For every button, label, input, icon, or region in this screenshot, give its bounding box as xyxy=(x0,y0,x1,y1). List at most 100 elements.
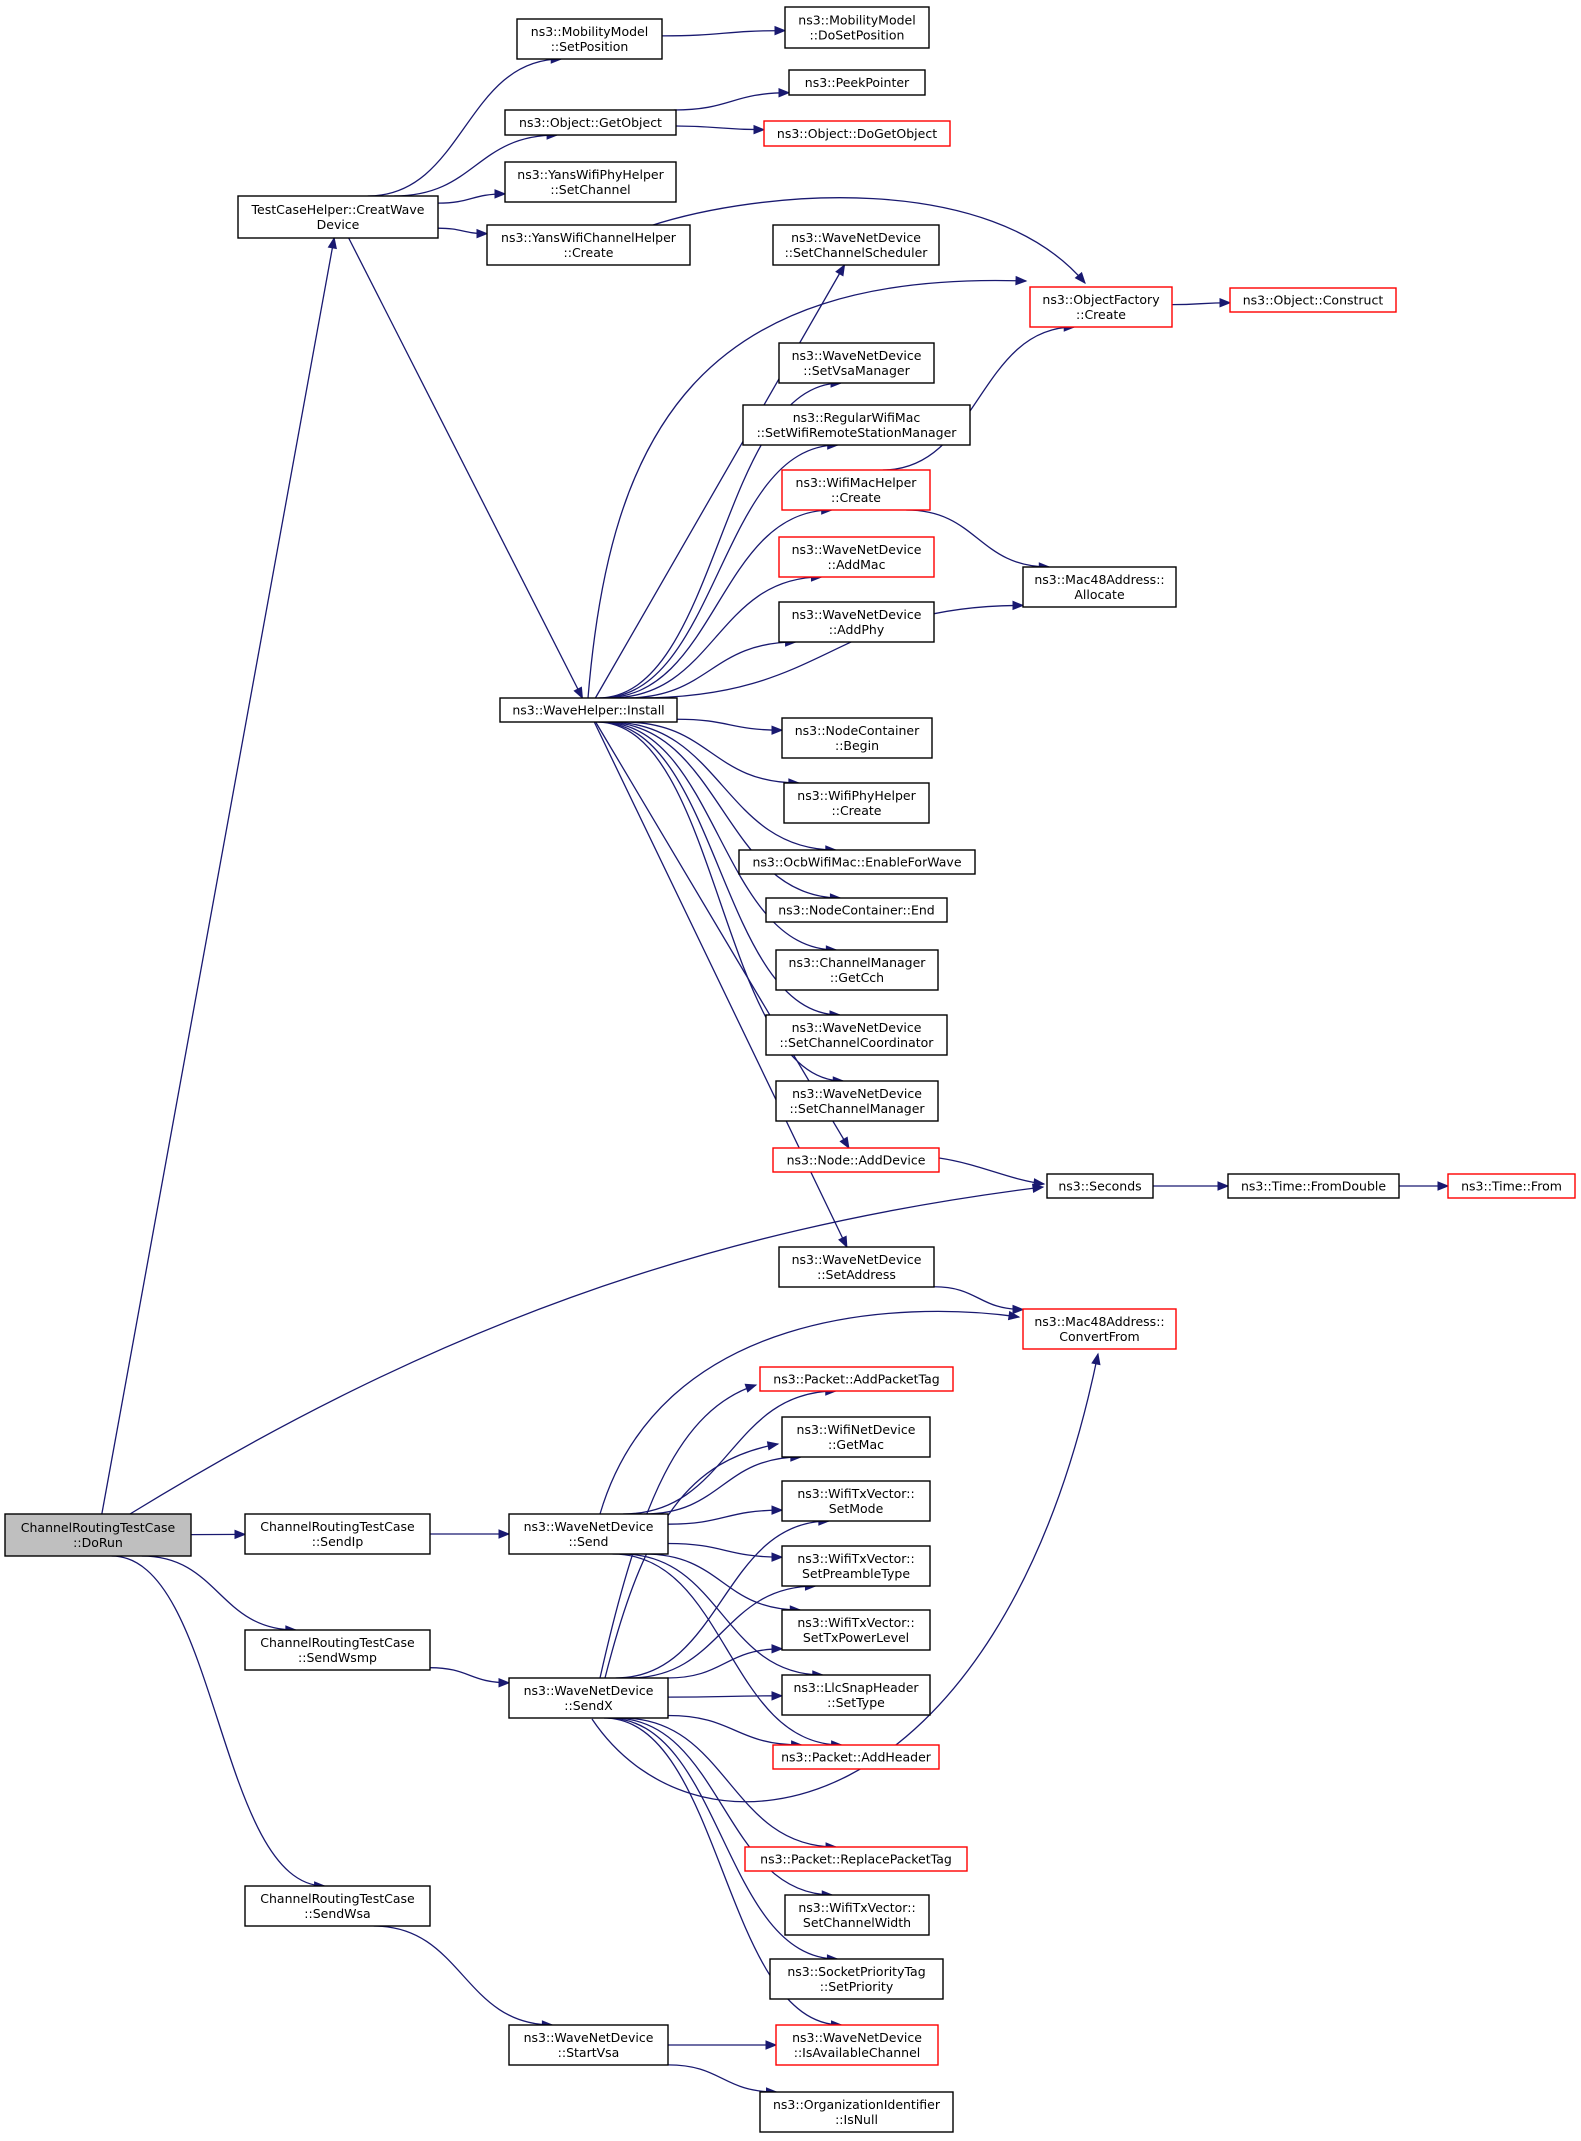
node-box[interactable] xyxy=(775,949,939,991)
node-sendip[interactable]: ChannelRoutingTestCase::SendIp xyxy=(244,1513,431,1555)
node-box[interactable] xyxy=(237,195,439,239)
node-box[interactable] xyxy=(1227,1173,1400,1199)
node-box[interactable] xyxy=(738,849,976,875)
node-box[interactable] xyxy=(781,469,931,511)
node-cm-getcch[interactable]: ns3::ChannelManager::GetCch xyxy=(775,949,939,991)
node-wnd-setchsched[interactable]: ns3::WaveNetDevice::SetChannelScheduler xyxy=(772,224,940,266)
node-oi-isnull[interactable]: ns3::OrganizationIdentifier::IsNull xyxy=(759,2091,954,2133)
node-box[interactable] xyxy=(772,224,940,266)
node-pkt-addheader[interactable]: ns3::Packet::AddHeader xyxy=(772,1744,940,1770)
node-box[interactable] xyxy=(784,6,930,49)
node-pkt-replacetag[interactable]: ns3::Packet::ReplacePacketTag xyxy=(744,1846,968,1872)
node-box[interactable] xyxy=(508,2024,669,2066)
node-nc-end[interactable]: ns3::NodeContainer::End xyxy=(765,897,948,923)
node-box[interactable] xyxy=(244,1513,431,1555)
node-box[interactable] xyxy=(516,18,663,60)
node-box[interactable] xyxy=(765,1014,948,1056)
node-box[interactable] xyxy=(772,1744,940,1770)
node-box[interactable] xyxy=(1229,287,1397,313)
node-txv-setmode[interactable]: ns3::WifiTxVector::SetMode xyxy=(781,1480,931,1522)
node-box[interactable] xyxy=(1022,1308,1177,1350)
node-time-from[interactable]: ns3::Time::From xyxy=(1447,1173,1576,1199)
node-box[interactable] xyxy=(742,404,971,446)
node-box[interactable] xyxy=(504,109,677,136)
node-sendwsa[interactable]: ChannelRoutingTestCase::SendWsa xyxy=(244,1885,431,1927)
node-box[interactable] xyxy=(781,1416,931,1458)
node-llc-settype[interactable]: ns3::LlcSnapHeader::SetType xyxy=(781,1674,931,1716)
node-yansphy-setch[interactable]: ns3::YansWifiPhyHelper::SetChannel xyxy=(504,161,677,203)
node-obj-construct[interactable]: ns3::Object::Construct xyxy=(1229,287,1397,313)
node-box[interactable] xyxy=(772,1147,940,1173)
node-ocb-enable[interactable]: ns3::OcbWifiMac::EnableForWave xyxy=(738,849,976,875)
node-box[interactable] xyxy=(783,782,930,824)
node-box[interactable] xyxy=(781,1609,931,1651)
node-install[interactable]: ns3::WaveHelper::Install xyxy=(499,697,678,723)
node-box[interactable] xyxy=(781,717,933,759)
node-box[interactable] xyxy=(508,1677,669,1719)
node-objfactory-create[interactable]: ns3::ObjectFactory::Create xyxy=(1029,286,1173,328)
node-box[interactable] xyxy=(759,1366,954,1392)
node-box[interactable] xyxy=(765,897,948,923)
node-time-fromdouble[interactable]: ns3::Time::FromDouble xyxy=(1227,1173,1400,1199)
node-box[interactable] xyxy=(486,224,691,266)
node-box[interactable] xyxy=(499,697,678,723)
node-box[interactable] xyxy=(759,2091,954,2133)
node-nc-begin[interactable]: ns3::NodeContainer::Begin xyxy=(781,717,933,759)
node-regmac-setrsm[interactable]: ns3::RegularWifiMac::SetWifiRemoteStatio… xyxy=(742,404,971,446)
node-box[interactable] xyxy=(769,1958,944,2000)
node-box[interactable] xyxy=(244,1629,431,1671)
node-box[interactable] xyxy=(244,1885,431,1927)
node-mm-dosetpos[interactable]: ns3::MobilityModel::DoSetPosition xyxy=(784,6,930,49)
node-box[interactable] xyxy=(784,1894,930,1936)
node-dogetobject[interactable]: ns3::Object::DoGetObject xyxy=(763,120,951,147)
node-box[interactable] xyxy=(744,1846,968,1872)
node-node-adddev[interactable]: ns3::Node::AddDevice xyxy=(772,1147,940,1173)
node-box[interactable] xyxy=(508,1513,669,1555)
node-box[interactable] xyxy=(778,1246,935,1288)
node-box[interactable] xyxy=(781,1480,931,1522)
node-wnd-startvsa[interactable]: ns3::WaveNetDevice::StartVsa xyxy=(508,2024,669,2066)
node-mac48-convert[interactable]: ns3::Mac48Address::ConvertFrom xyxy=(1022,1308,1177,1350)
node-wnd-addmac[interactable]: ns3::WaveNetDevice::AddMac xyxy=(778,536,935,578)
node-box[interactable] xyxy=(504,161,677,203)
node-wnd-isavail[interactable]: ns3::WaveNetDevice::IsAvailableChannel xyxy=(775,2024,939,2066)
node-wifiphy-create[interactable]: ns3::WifiPhyHelper::Create xyxy=(783,782,930,824)
node-box[interactable] xyxy=(778,342,935,384)
node-wnd-sendx[interactable]: ns3::WaveNetDevice::SendX xyxy=(508,1677,669,1719)
node-wnd-setaddr[interactable]: ns3::WaveNetDevice::SetAddress xyxy=(778,1246,935,1288)
node-box[interactable] xyxy=(781,1674,931,1716)
node-box[interactable] xyxy=(763,120,951,147)
node-wnd-setchcoord[interactable]: ns3::WaveNetDevice::SetChannelCoordinato… xyxy=(765,1014,948,1056)
node-spt-setprio[interactable]: ns3::SocketPriorityTag::SetPriority xyxy=(769,1958,944,2000)
node-wnd-addphy[interactable]: ns3::WaveNetDevice::AddPhy xyxy=(778,601,935,643)
node-txv-setpower[interactable]: ns3::WifiTxVector::SetTxPowerLevel xyxy=(781,1609,931,1651)
node-pkt-addtag[interactable]: ns3::Packet::AddPacketTag xyxy=(759,1366,954,1392)
node-mac48-alloc[interactable]: ns3::Mac48Address::Allocate xyxy=(1022,566,1177,608)
node-txv-setpreamble[interactable]: ns3::WifiTxVector::SetPreambleType xyxy=(781,1545,931,1587)
node-sendwsmp[interactable]: ChannelRoutingTestCase::SendWsmp xyxy=(244,1629,431,1671)
node-box[interactable] xyxy=(4,1513,192,1557)
node-box[interactable] xyxy=(778,601,935,643)
node-box[interactable] xyxy=(1022,566,1177,608)
node-getobject[interactable]: ns3::Object::GetObject xyxy=(504,109,677,136)
node-wnd-send[interactable]: ns3::WaveNetDevice::Send xyxy=(508,1513,669,1555)
node-box[interactable] xyxy=(778,536,935,578)
node-wifimac-create[interactable]: ns3::WifiMacHelper::Create xyxy=(781,469,931,511)
node-txv-setwidth[interactable]: ns3::WifiTxVector::SetChannelWidth xyxy=(784,1894,930,1936)
node-seconds[interactable]: ns3::Seconds xyxy=(1046,1173,1154,1199)
node-box[interactable] xyxy=(1447,1173,1576,1199)
node-box[interactable] xyxy=(781,1545,931,1587)
node-wifind-getmac[interactable]: ns3::WifiNetDevice::GetMac xyxy=(781,1416,931,1458)
node-box[interactable] xyxy=(775,1080,939,1122)
node-wnd-setvsa[interactable]: ns3::WaveNetDevice::SetVsaManager xyxy=(778,342,935,384)
node-mm-setpos[interactable]: ns3::MobilityModel::SetPosition xyxy=(516,18,663,60)
node-wnd-setchmgr[interactable]: ns3::WaveNetDevice::SetChannelManager xyxy=(775,1080,939,1122)
node-dorun[interactable]: ChannelRoutingTestCase::DoRun xyxy=(4,1513,192,1557)
node-box[interactable] xyxy=(775,2024,939,2066)
node-box[interactable] xyxy=(1029,286,1173,328)
node-box[interactable] xyxy=(1046,1173,1154,1199)
node-yanschan-create[interactable]: ns3::YansWifiChannelHelper::Create xyxy=(486,224,691,266)
node-box[interactable] xyxy=(788,69,926,96)
node-peekptr[interactable]: ns3::PeekPointer xyxy=(788,69,926,96)
